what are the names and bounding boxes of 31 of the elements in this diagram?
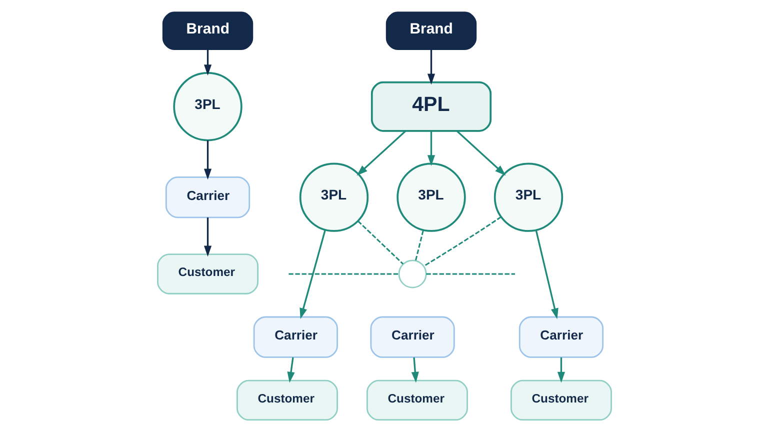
node-box: Customer	[510, 380, 612, 421]
connector	[426, 273, 515, 275]
connector	[356, 220, 404, 264]
arrow	[203, 218, 212, 257]
connector	[288, 273, 398, 275]
arrow	[426, 131, 435, 166]
node-circle	[398, 260, 426, 288]
node-box: Customer	[156, 254, 258, 294]
node-box: Customer	[236, 380, 338, 421]
arrow	[556, 357, 565, 383]
node-box: Carrier	[370, 316, 454, 358]
connector	[414, 230, 424, 261]
node-circle: 3PL	[396, 162, 466, 232]
arrow	[426, 50, 435, 85]
connector	[422, 216, 502, 267]
arrow	[286, 357, 294, 383]
node-box: Carrier	[164, 176, 250, 218]
arrow	[203, 50, 212, 76]
arrow	[356, 130, 406, 176]
node-box: Carrier	[252, 316, 338, 358]
node-box: 4PL	[370, 81, 492, 132]
arrow	[534, 230, 558, 320]
arrow	[203, 140, 212, 180]
node-box: Carrier	[518, 316, 604, 358]
arrow	[456, 130, 506, 176]
arrow	[410, 357, 418, 383]
node-box: Brand	[385, 12, 476, 50]
node-circle: 3PL	[172, 72, 242, 142]
node-box: Customer	[366, 380, 468, 421]
arrow	[299, 230, 326, 320]
node-box: Brand	[162, 12, 253, 50]
